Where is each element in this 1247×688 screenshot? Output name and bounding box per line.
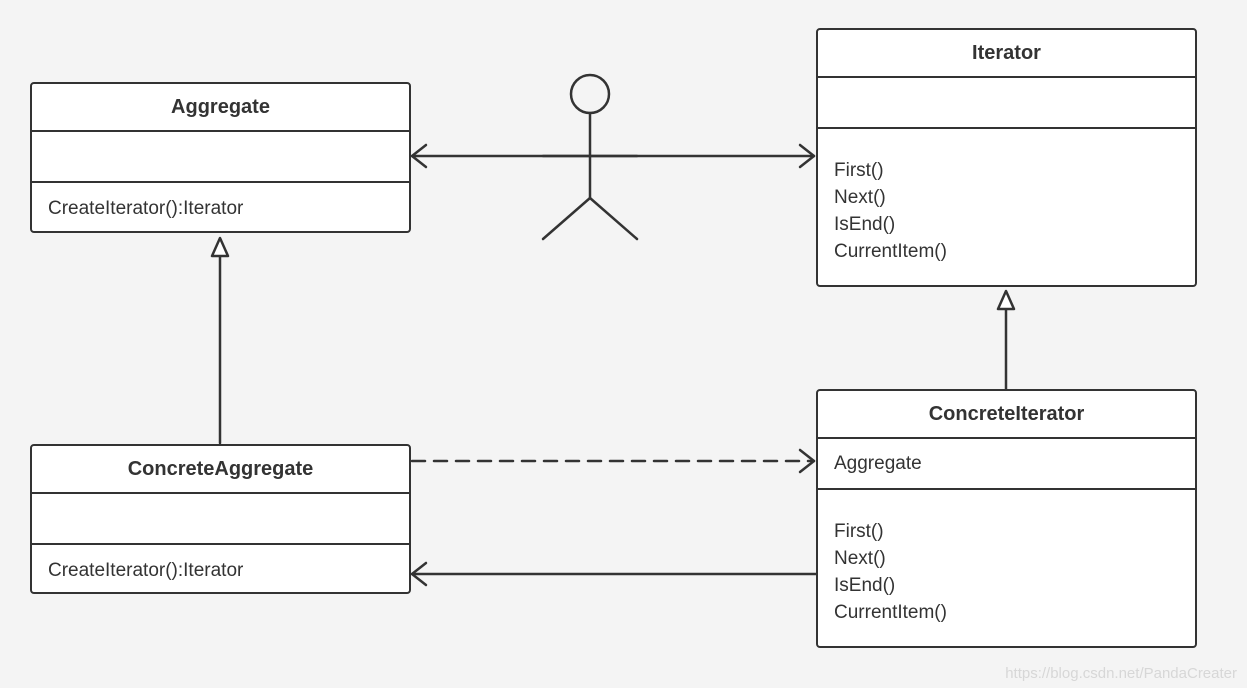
operation: First()	[834, 521, 884, 542]
operations-compartment: CreateIterator():Iterator	[32, 183, 409, 222]
open-arrowhead-aggregate	[410, 143, 428, 169]
operation: IsEnd()	[834, 575, 896, 596]
class-concrete-aggregate: ConcreteAggregate CreateIterator():Itera…	[30, 444, 411, 594]
client-actor-icon	[541, 73, 639, 241]
operation: CurrentItem()	[834, 602, 947, 623]
open-arrowhead-iterator	[798, 143, 816, 169]
class-name: Iterator	[818, 30, 1195, 78]
watermark: https://blog.csdn.net/PandaCreater	[1005, 665, 1237, 682]
class-name: ConcreteAggregate	[32, 446, 409, 494]
operation: CreateIterator():Iterator	[48, 198, 244, 219]
open-arrowhead-concrete-iterator	[798, 448, 816, 474]
attributes-compartment	[32, 494, 409, 545]
operation: CreateIterator():Iterator	[48, 560, 244, 581]
hollow-triangle-iterator	[996, 289, 1016, 311]
class-aggregate: Aggregate CreateIterator():Iterator	[30, 82, 411, 233]
attributes-compartment	[818, 78, 1195, 129]
class-name: ConcreteIterator	[818, 391, 1195, 439]
hollow-triangle-aggregate	[210, 236, 230, 258]
open-arrowhead-concrete-aggregate	[410, 561, 428, 587]
attributes-compartment: Aggregate	[818, 439, 1195, 490]
operations-compartment: First() Next() IsEnd() CurrentItem()	[818, 490, 1195, 626]
class-concrete-iterator: ConcreteIterator Aggregate First() Next(…	[816, 389, 1197, 648]
operation: Next()	[834, 548, 886, 569]
operations-compartment: CreateIterator():Iterator	[32, 545, 409, 584]
attributes-compartment	[32, 132, 409, 183]
operation: CurrentItem()	[834, 241, 947, 262]
operation: First()	[834, 160, 884, 181]
operations-compartment: First() Next() IsEnd() CurrentItem()	[818, 129, 1195, 265]
operation: Next()	[834, 187, 886, 208]
operation: IsEnd()	[834, 214, 896, 235]
class-iterator: Iterator First() Next() IsEnd() CurrentI…	[816, 28, 1197, 287]
class-name: Aggregate	[32, 84, 409, 132]
